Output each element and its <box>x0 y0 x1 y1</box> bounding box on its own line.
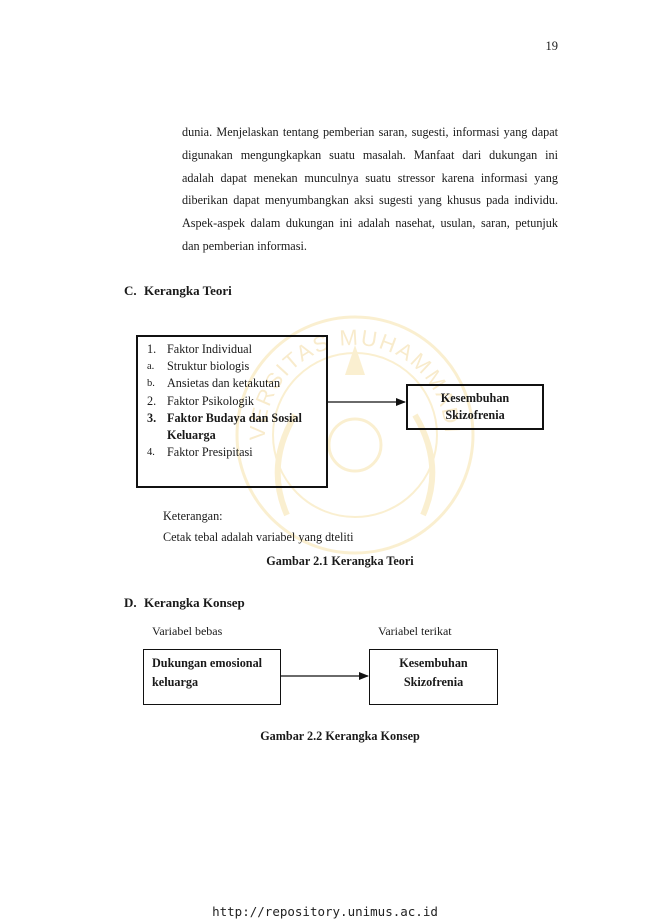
section-heading-kerangka-teori: C. Kerangka Teori <box>124 283 232 299</box>
body-paragraph: dunia. Menjelaskan tentang pemberian sar… <box>182 125 558 253</box>
figure-caption: Gambar 2.1 Kerangka Teori <box>266 554 414 568</box>
factor-item: 4. Faktor Presipitasi <box>147 444 302 461</box>
factor-text: Faktor Psikologik <box>167 393 255 408</box>
section-letter: D. <box>124 595 137 610</box>
section-letter: C. <box>124 283 137 298</box>
factor-text: Struktur biologis <box>167 359 250 374</box>
factor-item: 2. Faktor Psikologik <box>147 393 302 410</box>
independent-line: Dukungan emosional <box>152 656 263 670</box>
dependent-line: Kesembuhan <box>399 656 468 670</box>
factor-item: a. Struktur biologis <box>147 358 302 375</box>
dependent-variable-box: Kesembuhan Skizofrenia <box>369 649 498 705</box>
factor-text: Ansietas dan ketakutan <box>167 376 281 391</box>
factor-marker: b. <box>147 378 155 390</box>
factor-marker <box>147 427 167 444</box>
section-title: Kerangka Konsep <box>144 595 245 610</box>
factor-item: b. Ansietas dan ketakutan <box>147 375 302 392</box>
factor-text: Faktor Budaya dan Sosial <box>167 410 302 425</box>
factor-item-highlighted: Keluarga <box>147 427 302 444</box>
section-heading-kerangka-konsep: D. Kerangka Konsep <box>124 595 245 611</box>
factor-text: Faktor Presipitasi <box>167 445 253 460</box>
section-title: Kerangka Teori <box>144 283 232 298</box>
dependent-variable-label: Variabel terikat <box>378 624 452 638</box>
outcome-line: Skizofrenia <box>445 408 505 422</box>
factor-text: Faktor Individual <box>167 342 252 356</box>
figure-caption: Gambar 2.2 Kerangka Konsep <box>260 729 420 743</box>
factor-marker: 3. <box>147 410 157 425</box>
repository-url: http://repository.unimus.ac.id <box>212 904 438 919</box>
factor-marker: 1. <box>147 342 157 356</box>
diagram-note-label: Keterangan: <box>163 509 223 523</box>
outcome-line: Kesembuhan <box>440 391 510 405</box>
dependent-line: Skizofrenia <box>403 675 464 689</box>
factors-box <box>136 335 328 488</box>
factor-item: 1. Faktor Individual <box>147 341 302 358</box>
independent-variable-box: Dukungan emosional keluarga <box>143 649 281 705</box>
page-number: 19 <box>545 39 559 53</box>
outcome-box: Kesembuhan Skizofrenia <box>406 384 544 430</box>
independent-line: keluarga <box>152 675 199 689</box>
factor-marker: 2. <box>147 393 157 408</box>
factor-item-highlighted: 3. Faktor Budaya dan Sosial <box>147 410 302 427</box>
diagram-note-text: Cetak tebal adalah variabel yang dteliti <box>163 530 354 544</box>
independent-variable-label: Variabel bebas <box>152 624 223 638</box>
factor-list: 1.Faktor Individual a.Struktur biologis … <box>147 341 302 461</box>
factor-marker: 4. <box>147 447 155 459</box>
factor-marker: a. <box>147 361 155 373</box>
factor-text: Keluarga <box>167 428 216 443</box>
